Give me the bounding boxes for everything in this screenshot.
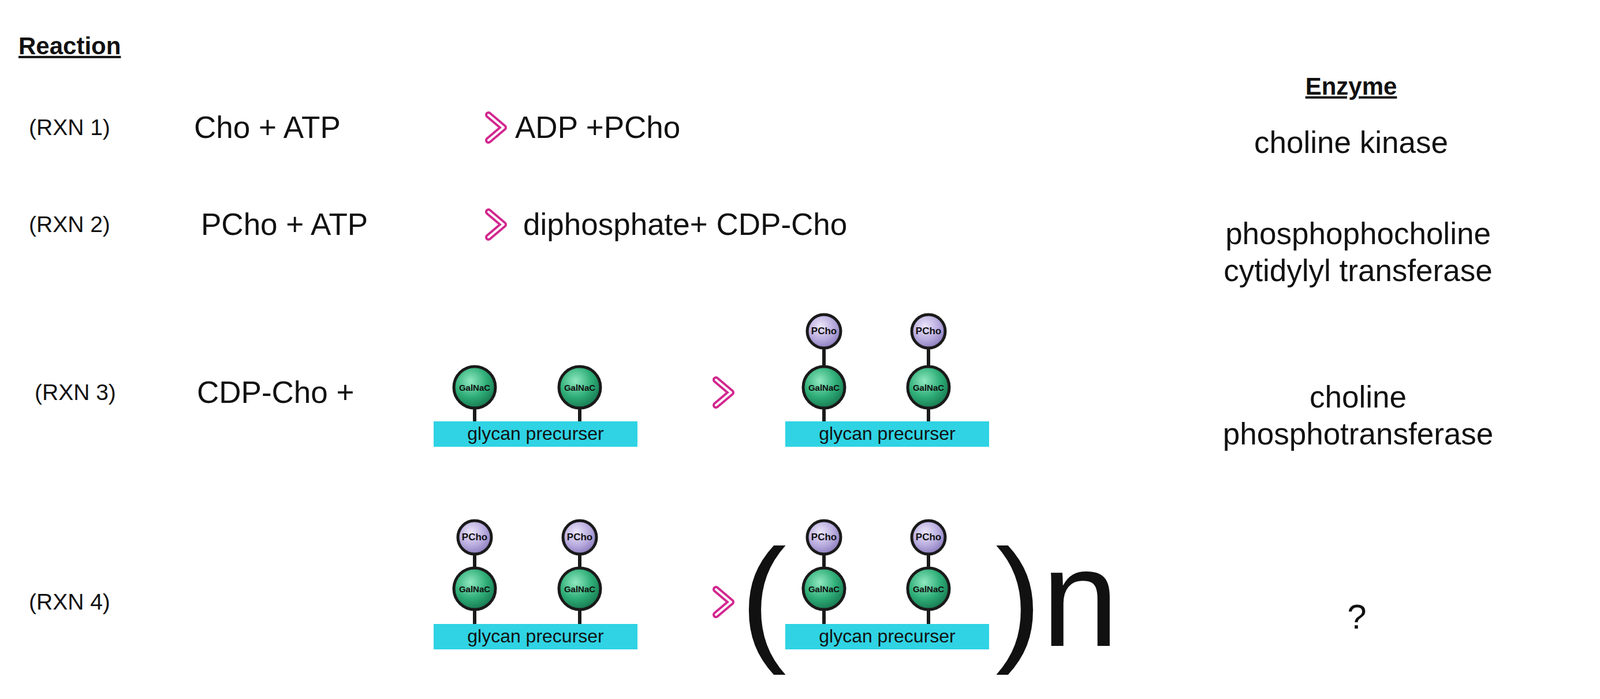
reaction-products: diphosphate+ CDP-Cho — [523, 206, 848, 244]
galnac-circle: GalNaC — [801, 364, 847, 410]
reaction-arrow — [434, 114, 731, 615]
phosphocholine-circle: PCho — [561, 519, 599, 557]
circle-label: PCho — [567, 531, 593, 544]
reaction-number: (RXN 1) — [28, 114, 111, 142]
phosphocholine-circle: PCho — [909, 519, 947, 557]
band-label: glycan precurser — [467, 423, 604, 445]
band-label: glycan precurser — [818, 626, 956, 647]
glycan-stick — [474, 348, 929, 626]
circle-label: PCho — [811, 325, 837, 338]
glycan-band: glycan precurser — [785, 624, 990, 650]
galnac-circle: GalNaC — [905, 566, 951, 612]
enzyme-name: phosphophocholine cytidylyl transferase — [1173, 215, 1543, 289]
circle-label: PCho — [915, 531, 942, 544]
phosphocholine-circle: PCho — [805, 312, 843, 350]
polymer-bracket: )n — [995, 528, 1119, 668]
circle-label: GalNaC — [912, 382, 945, 393]
galnac-circle: GalNaC — [557, 364, 603, 410]
column-heading: Enzyme — [1305, 72, 1398, 102]
galnac-circle: GalNaC — [557, 566, 603, 612]
enzyme-name: choline phosphotransferase — [1173, 378, 1543, 453]
circle-label: PCho — [461, 531, 488, 544]
galnac-circle: GalNaC — [452, 566, 498, 612]
circle-label: GalNaC — [459, 382, 491, 393]
galnac-circle: GalNaC — [801, 566, 847, 612]
reaction-reactants: PCho + ATP — [200, 206, 368, 244]
reaction-number: (RXN 2) — [28, 211, 111, 239]
band-label: glycan precurser — [467, 626, 604, 647]
enzyme-name: choline kinase — [1166, 124, 1536, 162]
circle-label: GalNaC — [912, 584, 945, 595]
circle-label: GalNaC — [459, 584, 491, 595]
galnac-circle: GalNaC — [452, 364, 498, 410]
circle-label: GalNaC — [808, 584, 840, 595]
circle-label: GalNaC — [564, 584, 596, 595]
circle-label: PCho — [915, 325, 942, 338]
reaction-reactants: CDP-Cho + — [196, 374, 354, 412]
phosphocholine-circle: PCho — [805, 519, 843, 557]
polymer-bracket: ( — [740, 528, 787, 668]
reaction-products: ADP +PCho — [515, 109, 681, 147]
glycan-band: glycan precurser — [433, 421, 638, 447]
galnac-circle: GalNaC — [905, 364, 951, 410]
reaction-reactants: Cho + ATP — [194, 109, 341, 147]
glycan-band: glycan precurser — [785, 421, 990, 447]
reaction-number: (RXN 4) — [28, 588, 111, 617]
circle-label: GalNaC — [808, 382, 840, 393]
circle-label: PCho — [811, 531, 837, 544]
circle-label: GalNaC — [564, 382, 596, 393]
glycan-band: glycan precurser — [433, 624, 638, 650]
phosphocholine-circle: PCho — [456, 519, 494, 557]
column-heading: Reaction — [18, 31, 121, 61]
phosphocholine-circle: PCho — [909, 312, 947, 350]
unknown-enzyme: ? — [1347, 596, 1367, 639]
band-label: glycan precurser — [818, 423, 956, 445]
reaction-number: (RXN 3) — [34, 379, 117, 407]
